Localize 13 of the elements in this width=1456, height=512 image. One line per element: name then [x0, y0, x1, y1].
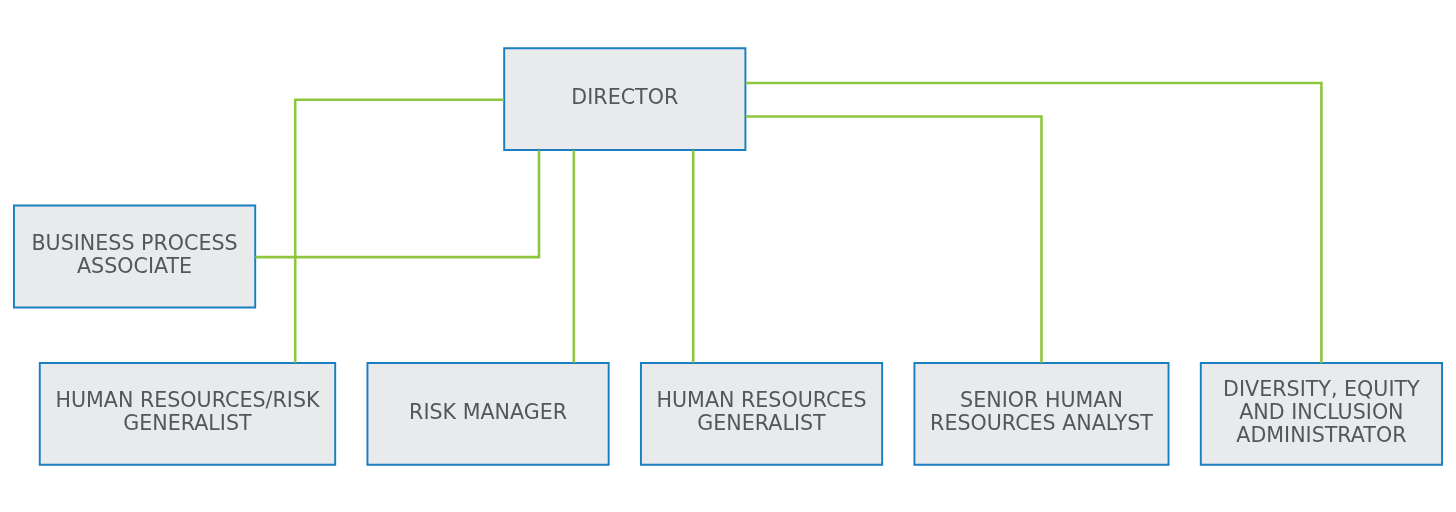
connector	[255, 149, 541, 258]
node-box: DIRECTOR	[503, 46, 747, 151]
connector	[293, 97, 504, 363]
node-box: DIVERSITY, EQUITY AND INCLUSION ADMINISTRATOR	[1199, 361, 1443, 466]
node-box: HUMAN RESOURCES GENERALIST	[639, 361, 884, 466]
node-box: BUSINESS PROCESS ASSOCIATE	[13, 204, 257, 308]
connector	[691, 149, 695, 363]
node-box: RISK MANAGER	[366, 361, 610, 466]
node-box: HUMAN RESOURCES/RISK GENERALIST	[38, 361, 337, 466]
connector	[572, 149, 576, 363]
node-box: SENIOR HUMAN RESOURCES ANALYST	[913, 361, 1170, 466]
connector	[745, 114, 1043, 363]
connector	[745, 81, 1323, 363]
